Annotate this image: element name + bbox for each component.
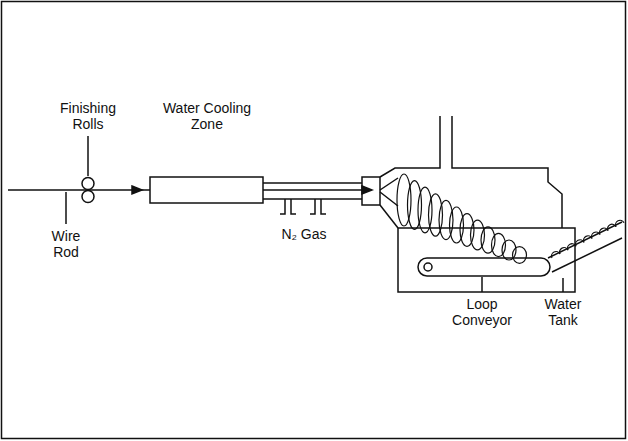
- wire-loop: [450, 207, 464, 243]
- part-label: Water Cooling Zone: [155, 100, 259, 132]
- conveyor-roller: [424, 263, 432, 271]
- wire-loop: [560, 248, 568, 254]
- tube-wall: [263, 182, 362, 184]
- leader-line: [65, 192, 67, 224]
- wire-loop: [552, 252, 560, 258]
- gas-inlet: [280, 199, 296, 214]
- tube-wall: [263, 198, 362, 200]
- exit-conveyor: [548, 222, 622, 258]
- leader-line: [562, 278, 564, 292]
- exit-conveyor: [552, 238, 622, 272]
- wire-loop: [616, 220, 624, 226]
- wire-loop: [576, 240, 584, 246]
- loop-conveyor: [418, 258, 550, 276]
- wire-loop: [460, 214, 474, 247]
- roll: [82, 178, 94, 190]
- wire-rod-line: [263, 189, 368, 191]
- wire-loop: [592, 232, 600, 238]
- wire-loop: [471, 220, 485, 250]
- part-label: Water Tank: [537, 296, 589, 328]
- wire-loop: [584, 236, 592, 242]
- wire-loop: [600, 228, 608, 234]
- leader-line: [87, 136, 89, 176]
- wire-loops: [397, 174, 527, 263]
- wire-rod-line: [8, 189, 150, 191]
- part-label: Loop Conveyor: [446, 296, 518, 328]
- housing: [380, 205, 398, 228]
- laying-cone: [380, 178, 398, 206]
- arrowhead: [132, 186, 142, 194]
- part-label: Finishing Rolls: [55, 100, 121, 132]
- water-tank: [398, 228, 575, 292]
- part-label: N₂ Gas: [281, 226, 326, 242]
- gas-inlet: [310, 199, 326, 214]
- part-label: Wire Rod: [44, 228, 88, 260]
- arrowhead: [362, 186, 372, 194]
- water-cooling-box: [150, 177, 263, 203]
- wire-loop: [608, 224, 616, 230]
- wire-loop: [568, 244, 576, 250]
- wire-loop: [513, 247, 527, 264]
- wire-loop: [481, 227, 495, 253]
- roll: [82, 191, 94, 203]
- nozzle: [362, 177, 380, 205]
- leader-line: [481, 277, 483, 292]
- wire-loops: [552, 220, 624, 258]
